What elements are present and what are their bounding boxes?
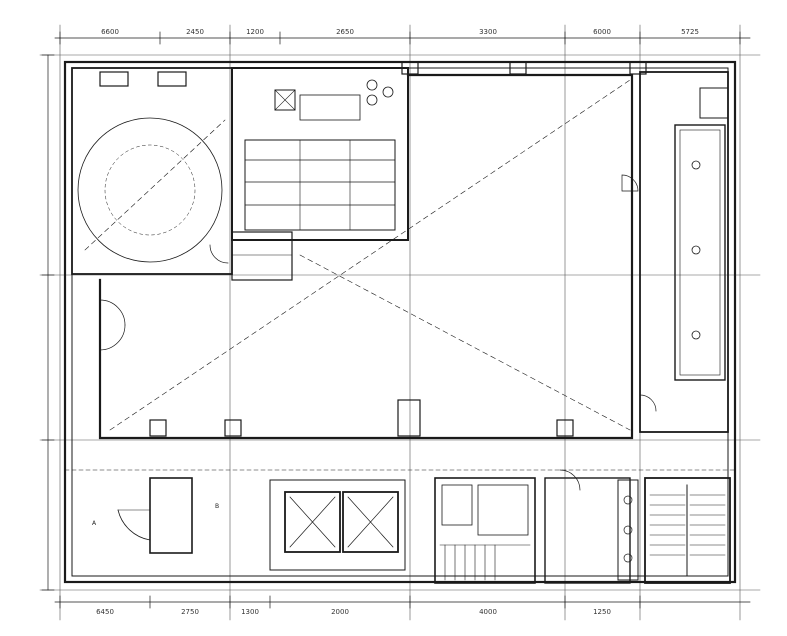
dimension-label: 3300 xyxy=(479,28,497,36)
dimension-label: 6000 xyxy=(593,28,611,36)
top-dimension-chain xyxy=(54,31,751,45)
left-circular-room xyxy=(71,67,233,275)
dimension-label: 2450 xyxy=(186,28,204,36)
service-core-top xyxy=(231,67,409,281)
exterior-walls xyxy=(63,60,737,584)
bottom-service-band xyxy=(64,469,736,584)
dimension-label: 6450 xyxy=(96,608,114,616)
grid-lines xyxy=(39,24,761,621)
door-swings xyxy=(99,174,657,412)
office-hall xyxy=(98,61,647,440)
room-label: A xyxy=(92,520,97,527)
elevator-1 xyxy=(284,491,341,553)
dimension-label: 2650 xyxy=(336,28,354,36)
dimension-label: 1200 xyxy=(246,28,264,36)
bottom-dimension-chain xyxy=(54,595,751,609)
elevator-2 xyxy=(342,491,399,553)
dimension-label: 2750 xyxy=(181,608,199,616)
dimension-label: 1250 xyxy=(593,608,611,616)
left-dimension-chain xyxy=(41,54,55,591)
room-labels: AB xyxy=(92,503,219,527)
dimension-label: 6600 xyxy=(101,28,119,36)
dimension-label: 1300 xyxy=(241,608,259,616)
top-dimension-labels: 6600 2450 1200 2650 3300 6000 5725 xyxy=(101,28,699,36)
bottom-dimension-labels: 6450 2750 1300 2000 4000 1250 xyxy=(96,608,611,616)
right-strip xyxy=(639,71,729,433)
stairwell xyxy=(644,477,731,584)
dimension-label: 5725 xyxy=(681,28,699,36)
room-label: B xyxy=(215,503,219,510)
dimension-label: 4000 xyxy=(479,608,497,616)
dimension-label: 2000 xyxy=(331,608,349,616)
